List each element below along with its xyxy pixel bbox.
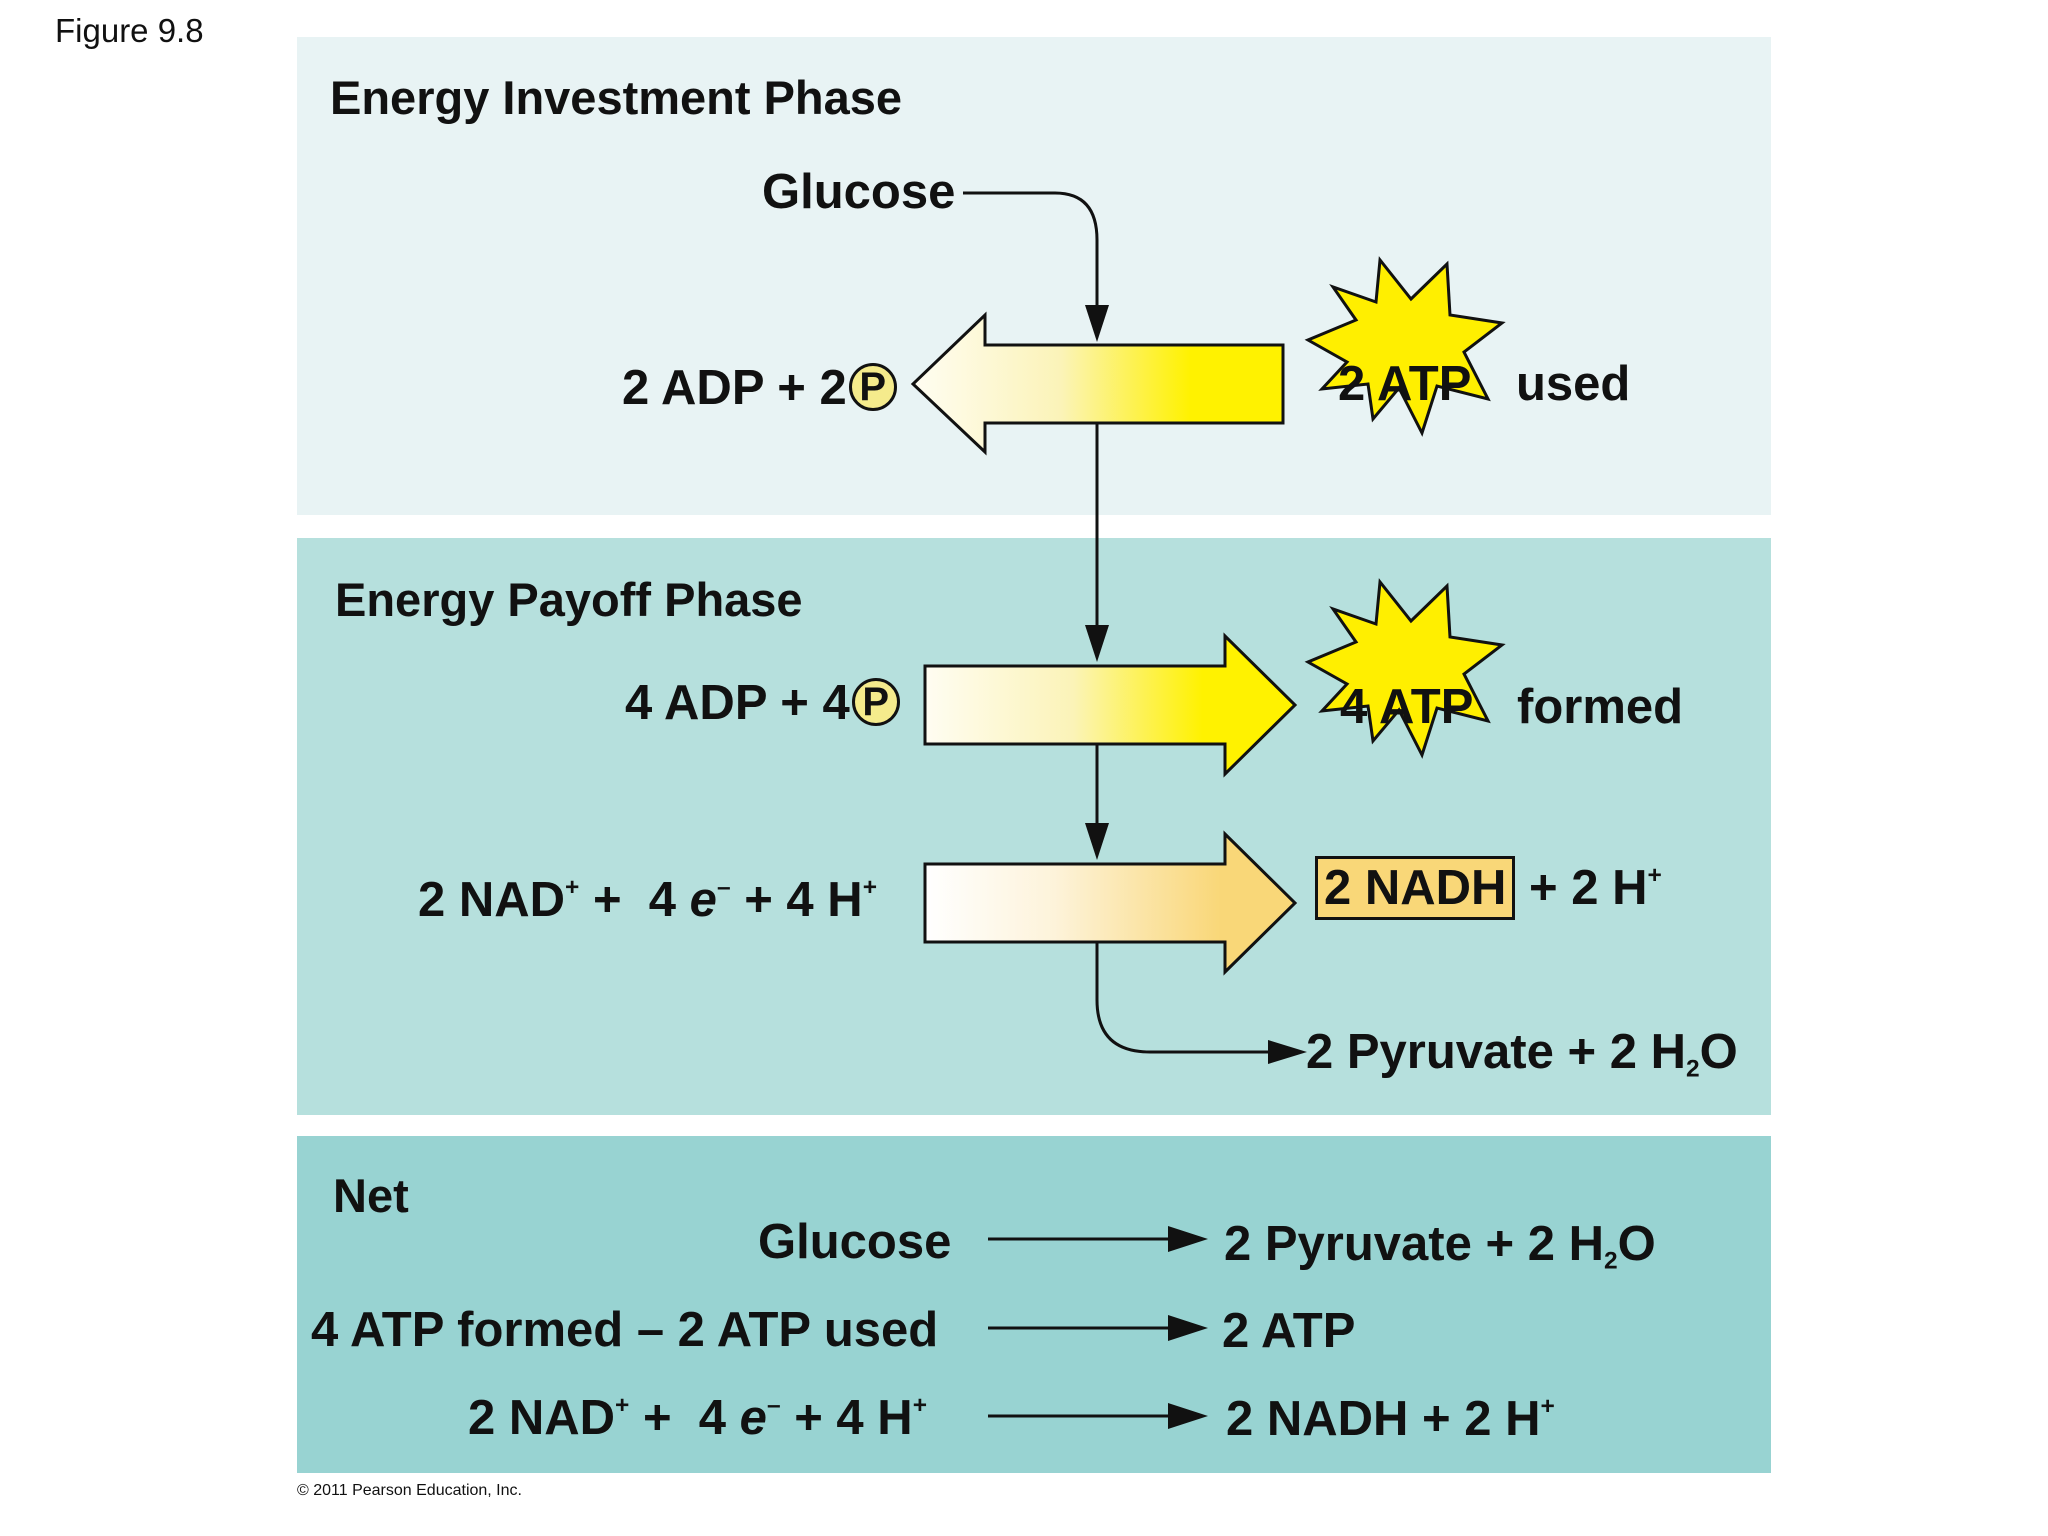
- net-heading: Net: [333, 1169, 409, 1222]
- payoff-pyruvate-label: 2 Pyruvate + 2 H2O: [1306, 1025, 1738, 1082]
- pyruvate-flow-line: [1095, 942, 1285, 1054]
- phase-connector-arrowhead: [1085, 625, 1109, 662]
- net-nadh-text: 2 NADH + 2 H: [1226, 1392, 1541, 1446]
- nadh-box: 2 NADH: [1315, 856, 1516, 920]
- energy-investment-panel: [297, 37, 1771, 515]
- investment-atp-used-label: used: [1516, 357, 1631, 411]
- nad-charge: +: [565, 874, 580, 902]
- payoff-adp-text: 4 ADP + 4: [625, 676, 850, 730]
- investment-atp-label: 2 ATP: [1338, 357, 1472, 411]
- net-pyruvate-text: 2 Pyruvate + 2 H: [1224, 1217, 1604, 1271]
- copyright-notice: © 2011 Pearson Education, Inc.: [297, 1482, 522, 1499]
- payoff-nadh-label: 2 NADH + 2 H+: [1315, 856, 1662, 920]
- payoff-connector-arrowhead: [1085, 823, 1109, 860]
- nadh-tail-text: + 2 H: [1515, 861, 1648, 915]
- investment-arrow: [910, 311, 1285, 456]
- phosphate-icon: P: [851, 678, 900, 727]
- nadh-tail-charge: +: [1647, 862, 1662, 890]
- proton-charge: +: [862, 874, 877, 902]
- net-row2-right: 2 ATP: [1222, 1304, 1356, 1358]
- investment-glucose-label: Glucose: [762, 165, 956, 219]
- energy-payoff-panel: [297, 538, 1771, 1115]
- net-row1-left: Glucose: [758, 1215, 952, 1269]
- glucose-flow-arrowhead: [1085, 305, 1109, 342]
- phosphate-icon: P: [848, 363, 897, 412]
- payoff-atp-formed-label: formed: [1517, 680, 1684, 734]
- investment-heading: Energy Investment Phase: [330, 71, 903, 124]
- atp-formed-burst: [1304, 578, 1506, 759]
- nad-text: 2 NAD: [418, 873, 566, 927]
- net-water-oxygen: O: [1617, 1217, 1656, 1271]
- net-arrowhead-glucose: [1168, 1226, 1208, 1252]
- net-nadh-charge: +: [1540, 1393, 1555, 1421]
- water-subscript: 2: [1685, 1055, 1700, 1083]
- water-oxygen: O: [1699, 1025, 1738, 1079]
- net-electron-charge: –: [766, 1392, 781, 1420]
- payoff-heading: Energy Payoff Phase: [335, 573, 803, 626]
- net-electron-symbol: e: [739, 1391, 767, 1445]
- electron-charge: –: [716, 874, 731, 902]
- atp-used-burst: [1304, 256, 1506, 437]
- net-row1-right: 2 Pyruvate + 2 H2O: [1224, 1217, 1656, 1274]
- net-proton-text: + 4 H: [780, 1391, 913, 1445]
- nadh-arrow: [923, 830, 1298, 976]
- electron-symbol: e: [689, 873, 717, 927]
- net-arrowhead-atp: [1168, 1315, 1208, 1341]
- pyruvate-flow-arrowhead: [1268, 1040, 1307, 1064]
- net-arrowhead-nad: [1168, 1403, 1208, 1429]
- payoff-nad-label: 2 NAD+ + 4 e– + 4 H+: [418, 873, 877, 927]
- net-water-subscript: 2: [1603, 1247, 1618, 1275]
- glucose-flow-line: [963, 191, 1099, 320]
- net-row3-left: 2 NAD+ + 4 e– + 4 H+: [468, 1391, 927, 1445]
- net-proton-charge: +: [912, 1392, 927, 1420]
- net-nad-text: 2 NAD: [468, 1391, 616, 1445]
- net-nad-charge: +: [615, 1392, 630, 1420]
- proton-text: + 4 H: [730, 873, 863, 927]
- net-nad-plus-text: + 4: [629, 1391, 740, 1445]
- pyruvate-text: 2 Pyruvate + 2 H: [1306, 1025, 1686, 1079]
- figure-label: Figure 9.8: [55, 12, 204, 49]
- payoff-atp-arrow: [923, 632, 1298, 778]
- investment-adp-text: 2 ADP + 2: [622, 361, 847, 415]
- net-row2-left: 4 ATP formed – 2 ATP used: [311, 1303, 939, 1357]
- payoff-atp-label: 4 ATP: [1340, 680, 1474, 734]
- nad-plus-text: + 4: [579, 873, 690, 927]
- net-row3-right: 2 NADH + 2 H+: [1226, 1392, 1555, 1446]
